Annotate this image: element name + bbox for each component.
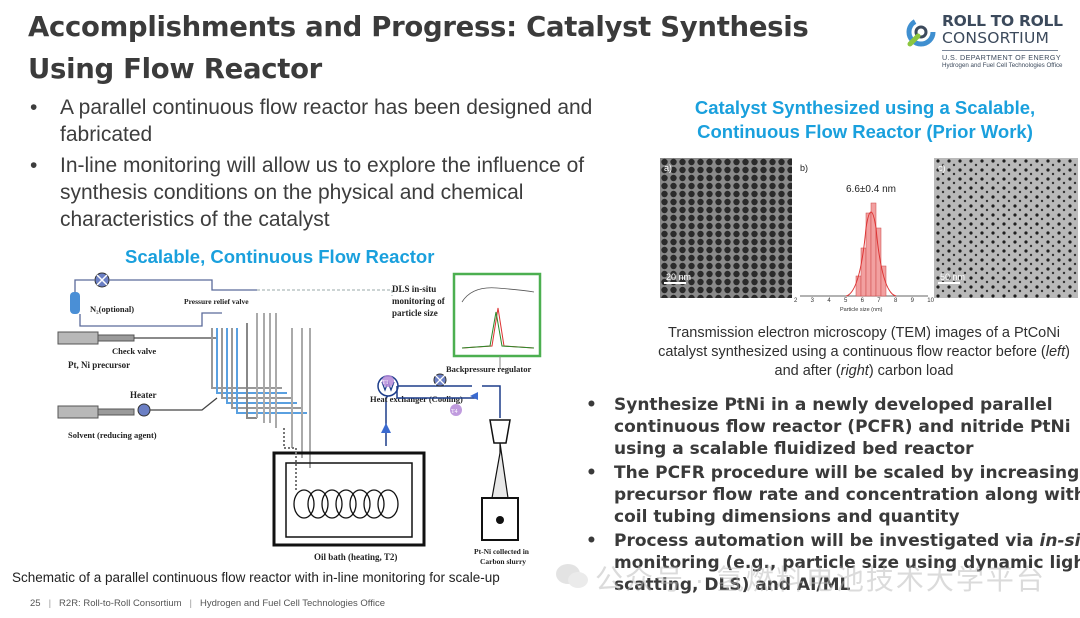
panel-b-label: b) bbox=[800, 163, 808, 173]
page-number: 25 bbox=[30, 598, 41, 609]
tem-images: a) 20 nm b) 6.6±0.4 nm c) 50 nm bbox=[660, 158, 1078, 298]
collected-label-2: Carbon slurry bbox=[480, 557, 526, 566]
syringe-pump-icon bbox=[57, 331, 99, 345]
tick-label: 3 bbox=[810, 298, 814, 304]
logo-line3: U.S. DEPARTMENT OF ENERGY bbox=[942, 53, 1062, 62]
tick-label: 2 bbox=[794, 298, 798, 304]
r2r-logo-icon bbox=[906, 17, 936, 47]
t4-label: T4 bbox=[451, 409, 458, 415]
histogram-ticks: 2 3 4 5 6 7 8 9 10 bbox=[794, 298, 934, 304]
precursor-label: Pt, Ni precursor bbox=[68, 360, 130, 370]
right-bullet-line: using a scalable fluidized bed reactor bbox=[614, 439, 974, 459]
slide-title: Accomplishments and Progress: Catalyst S… bbox=[28, 11, 809, 85]
check-valve-label: Check valve bbox=[112, 346, 156, 356]
tick-label: 6 bbox=[860, 298, 864, 304]
right-bullet: The PCFR procedure will be scaled by inc… bbox=[584, 462, 1080, 528]
logo-line2: CONSORTIUM bbox=[942, 29, 1050, 47]
heater-label: Heater bbox=[130, 390, 156, 400]
syringe-pump-icon bbox=[57, 405, 99, 419]
tem-caption: Transmission electron microscopy (TEM) i… bbox=[650, 324, 1078, 381]
right-bullet-line: monitoring (e.g., particle size using dy… bbox=[614, 553, 1080, 573]
tem-caption-part: Transmission electron microscopy (TEM) i… bbox=[658, 325, 1060, 360]
tem-caption-part: ) and after ( bbox=[774, 344, 1070, 379]
slide-footer: 25|R2R: Roll-to-Roll Consortium|Hydrogen… bbox=[30, 598, 386, 609]
schematic-title: Scalable, Continuous Flow Reactor bbox=[125, 246, 435, 267]
left-bullet-list: A parallel continuous flow reactor has b… bbox=[30, 94, 660, 237]
dls-label-3: particle size bbox=[392, 308, 438, 318]
solvent-label: Solvent (reducing agent) bbox=[68, 430, 157, 440]
dls-label-1: DLS in-situ bbox=[392, 284, 436, 294]
scale-bar-a: 20 nm bbox=[666, 272, 691, 282]
tick-label: 8 bbox=[893, 298, 898, 304]
histogram-xlabel: Particle size (nm) bbox=[840, 307, 883, 313]
right-bullet-line: scatting, DLS) and AI/ML bbox=[614, 575, 851, 595]
right-bullet: Process automation will be investigated … bbox=[584, 530, 1080, 596]
schematic-caption: Schematic of a parallel continuous flow … bbox=[12, 570, 500, 585]
logo-divider bbox=[942, 50, 1058, 51]
right-bullet-emphasis: in-situ bbox=[1039, 531, 1080, 551]
right-bullet-line: Synthesize PtNi in a newly developed par… bbox=[614, 395, 1053, 415]
dls-label-2: monitoring of bbox=[392, 296, 446, 306]
right-bullet-line: precursor flow rate and concentration al… bbox=[614, 485, 1080, 505]
oil-bath-vessel bbox=[272, 451, 426, 547]
tubing-bundle bbox=[211, 313, 311, 468]
tick-label: 10 bbox=[927, 298, 934, 304]
t1-label: T1 bbox=[382, 380, 389, 386]
footer-org: R2R: Roll-to-Roll Consortium bbox=[59, 598, 182, 609]
tem-image-before bbox=[660, 158, 792, 298]
tem-caption-part: ) carbon load bbox=[868, 363, 954, 379]
tem-caption-right: right bbox=[840, 363, 869, 379]
funnel-icon bbox=[489, 419, 511, 444]
right-bullet-text: Process automation will be investigated … bbox=[614, 531, 1040, 551]
tick-label: 5 bbox=[843, 298, 848, 304]
n2-cylinder-icon bbox=[70, 292, 80, 314]
right-bullet-line: Process automation will be investigated … bbox=[614, 530, 1080, 552]
right-bullet-list: Synthesize PtNi in a newly developed par… bbox=[584, 394, 1080, 598]
r2r-logo: ROLL TO ROLL CONSORTIUM U.S. DEPARTMENT … bbox=[904, 10, 1066, 72]
logo-line1: ROLL TO ROLL bbox=[942, 12, 1063, 30]
n2-label: N₂(optional) bbox=[90, 304, 134, 314]
right-bullet-line: continuous flow reactor (PCFR) and nitri… bbox=[614, 417, 1071, 437]
t4-sensor bbox=[450, 404, 462, 416]
tick-label: 4 bbox=[827, 298, 831, 304]
oil-bath-label: Oil bath (heating, T2) bbox=[314, 552, 397, 562]
left-bullet: A parallel continuous flow reactor has b… bbox=[30, 94, 660, 148]
tick-label: 9 bbox=[910, 298, 914, 304]
tick-label: 7 bbox=[877, 298, 881, 304]
scale-bar-c: 50 nm bbox=[940, 272, 965, 282]
pressure-relief-label: Pressure relief valve bbox=[184, 297, 249, 306]
t1-sensor bbox=[382, 375, 394, 387]
right-bullet-line: coil tubing dimensions and quantity bbox=[614, 507, 960, 527]
tem-caption-left: left bbox=[1045, 344, 1066, 360]
left-bullet: In-line monitoring will allow us to expl… bbox=[30, 152, 660, 233]
logo-line4: Hydrogen and Fuel Cell Technologies Offi… bbox=[942, 62, 1063, 69]
right-bullet-line: The PCFR procedure will be scaled by inc… bbox=[614, 463, 1080, 483]
coil-tubing bbox=[293, 489, 399, 519]
footer-office: Hydrogen and Fuel Cell Technologies Offi… bbox=[200, 598, 386, 609]
tem-image-after bbox=[934, 158, 1078, 298]
heat-exchanger-label: Heat exchanger (Cooling) bbox=[370, 394, 463, 404]
panel-a-label: a) bbox=[664, 163, 672, 173]
panel-c-label: c) bbox=[938, 163, 946, 173]
collected-label-1: Pt-Ni collected in bbox=[474, 547, 530, 556]
right-bullet: Synthesize PtNi in a newly developed par… bbox=[584, 394, 1080, 460]
backpressure-label: Backpressure regulator bbox=[446, 364, 531, 374]
heater-icon bbox=[137, 403, 151, 417]
tem-section-title: Catalyst Synthesized using a Scalable, C… bbox=[694, 97, 1036, 142]
reactor-schematic: N₂(optional) Pressure relief valve Check… bbox=[57, 272, 542, 566]
particle-size-label: 6.6±0.4 nm bbox=[846, 184, 896, 195]
histogram-bars bbox=[855, 202, 887, 297]
